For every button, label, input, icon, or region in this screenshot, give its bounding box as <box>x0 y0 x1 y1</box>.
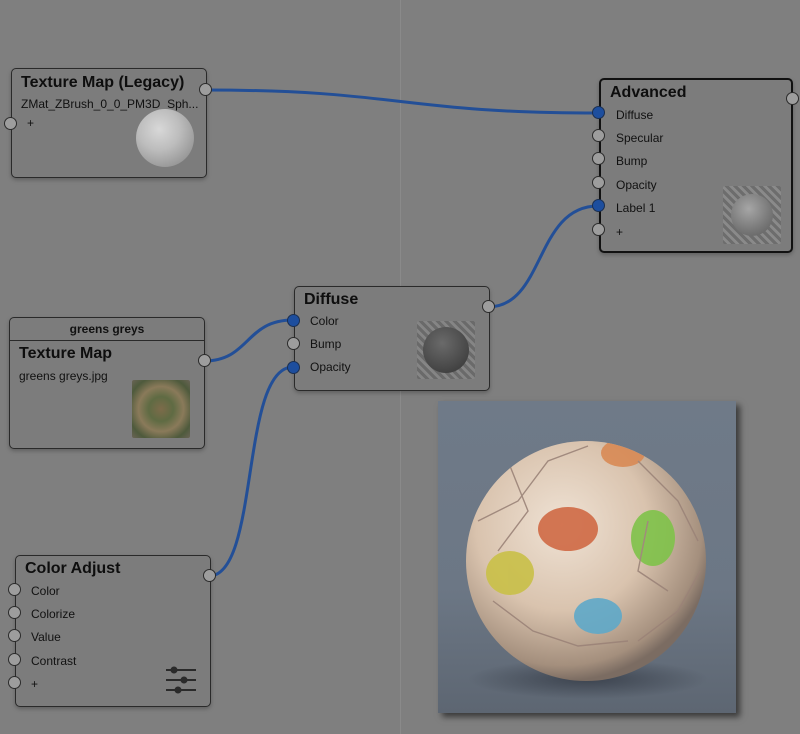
rendered-sphere <box>466 441 708 699</box>
port-add-input[interactable] <box>4 117 17 130</box>
material-sphere <box>423 327 469 373</box>
port-add-input[interactable] <box>8 676 21 689</box>
port-label-opacity: Opacity <box>310 360 351 374</box>
port-output[interactable] <box>203 569 216 582</box>
sliders-icon <box>166 666 196 694</box>
port-label1[interactable] <box>592 199 605 212</box>
port-label-bump: Bump <box>616 154 648 168</box>
port-value[interactable] <box>8 629 21 642</box>
port-opacity[interactable] <box>287 361 300 374</box>
wire-diffuse-to-label1[interactable] <box>487 204 599 309</box>
node-texture-map[interactable]: greens greys Texture Map greens greys.jp… <box>9 317 205 449</box>
port-label-opacity: Opacity <box>616 178 657 192</box>
port-label-diffuse: Diffuse <box>616 108 654 122</box>
port-output[interactable] <box>198 354 211 367</box>
node-title: Advanced <box>610 84 687 101</box>
port-opacity[interactable] <box>592 176 605 189</box>
render-preview[interactable] <box>438 401 736 713</box>
wire-color-adjust-to-opacity[interactable] <box>208 365 294 578</box>
node-filename: ZMat_ZBrush_0_0_PM3D_Sph... <box>21 97 199 111</box>
port-color[interactable] <box>287 314 300 327</box>
port-bump[interactable] <box>592 152 605 165</box>
node-title: Color Adjust <box>25 560 121 577</box>
wire-texture-map-to-color[interactable] <box>203 318 294 363</box>
port-label-contrast: Contrast <box>31 654 77 668</box>
port-label-value: Value <box>31 630 61 644</box>
port-label-add: + <box>616 225 624 239</box>
node-texture-map-legacy[interactable]: Texture Map (Legacy) ZMat_ZBrush_0_0_PM3… <box>11 68 207 178</box>
node-diffuse[interactable]: Diffuse Color Bump Opacity <box>294 286 490 391</box>
matcap-preview <box>136 109 194 167</box>
wire-texture-legacy-to-diffuse[interactable] <box>205 88 599 115</box>
port-output[interactable] <box>786 92 799 105</box>
node-title: Diffuse <box>304 291 359 308</box>
material-sphere <box>731 194 773 236</box>
port-label-add: + <box>31 677 39 691</box>
texture-preview <box>132 380 190 438</box>
port-label-add: + <box>27 116 35 130</box>
port-add-input[interactable] <box>592 223 605 236</box>
port-output[interactable] <box>482 300 495 313</box>
node-color-adjust[interactable]: Color Adjust Color Colorize Value Contra… <box>15 555 211 707</box>
port-output[interactable] <box>199 83 212 96</box>
node-title: Texture Map <box>19 345 113 362</box>
node-filename: greens greys.jpg <box>19 369 108 383</box>
port-label-colorize: Colorize <box>31 607 76 621</box>
port-label-label1: Label 1 <box>616 201 656 215</box>
port-label-color: Color <box>310 314 339 328</box>
material-preview <box>723 186 781 244</box>
node-advanced[interactable]: Advanced Diffuse Specular Bump Opacity L… <box>599 78 793 253</box>
port-label-specular: Specular <box>616 131 664 145</box>
port-colorize[interactable] <box>8 606 21 619</box>
port-label-bump: Bump <box>310 337 342 351</box>
node-title: Texture Map (Legacy) <box>21 74 185 91</box>
node-header: greens greys <box>10 318 204 341</box>
port-color[interactable] <box>8 583 21 596</box>
port-diffuse[interactable] <box>592 106 605 119</box>
port-bump[interactable] <box>287 337 300 350</box>
port-contrast[interactable] <box>8 653 21 666</box>
material-preview <box>417 321 475 379</box>
port-specular[interactable] <box>592 129 605 142</box>
port-label-color: Color <box>31 584 60 598</box>
